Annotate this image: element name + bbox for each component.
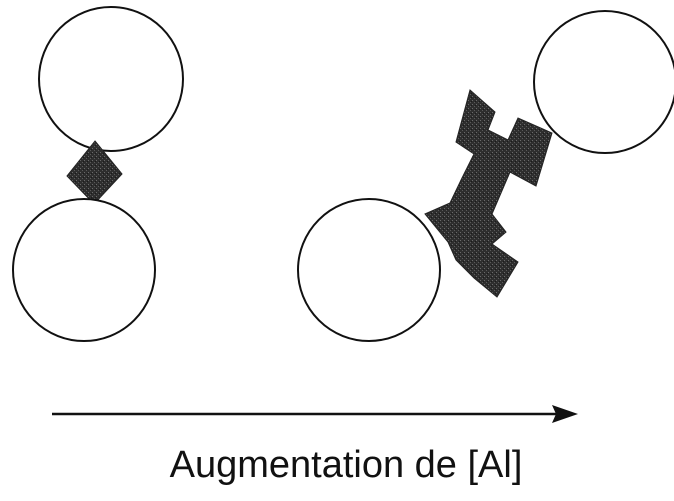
- right-bottom-particle: [297, 198, 441, 342]
- left-particle-pair: [12, 6, 184, 342]
- left-bottom-particle: [12, 198, 156, 342]
- caption: Augmentation de [Al]: [169, 444, 523, 486]
- large-precipitate-bridge: [424, 89, 553, 298]
- arrow-right-icon: [52, 405, 578, 423]
- left-top-particle: [38, 6, 184, 152]
- right-particle-pair: [297, 10, 674, 342]
- right-top-particle: [533, 10, 674, 154]
